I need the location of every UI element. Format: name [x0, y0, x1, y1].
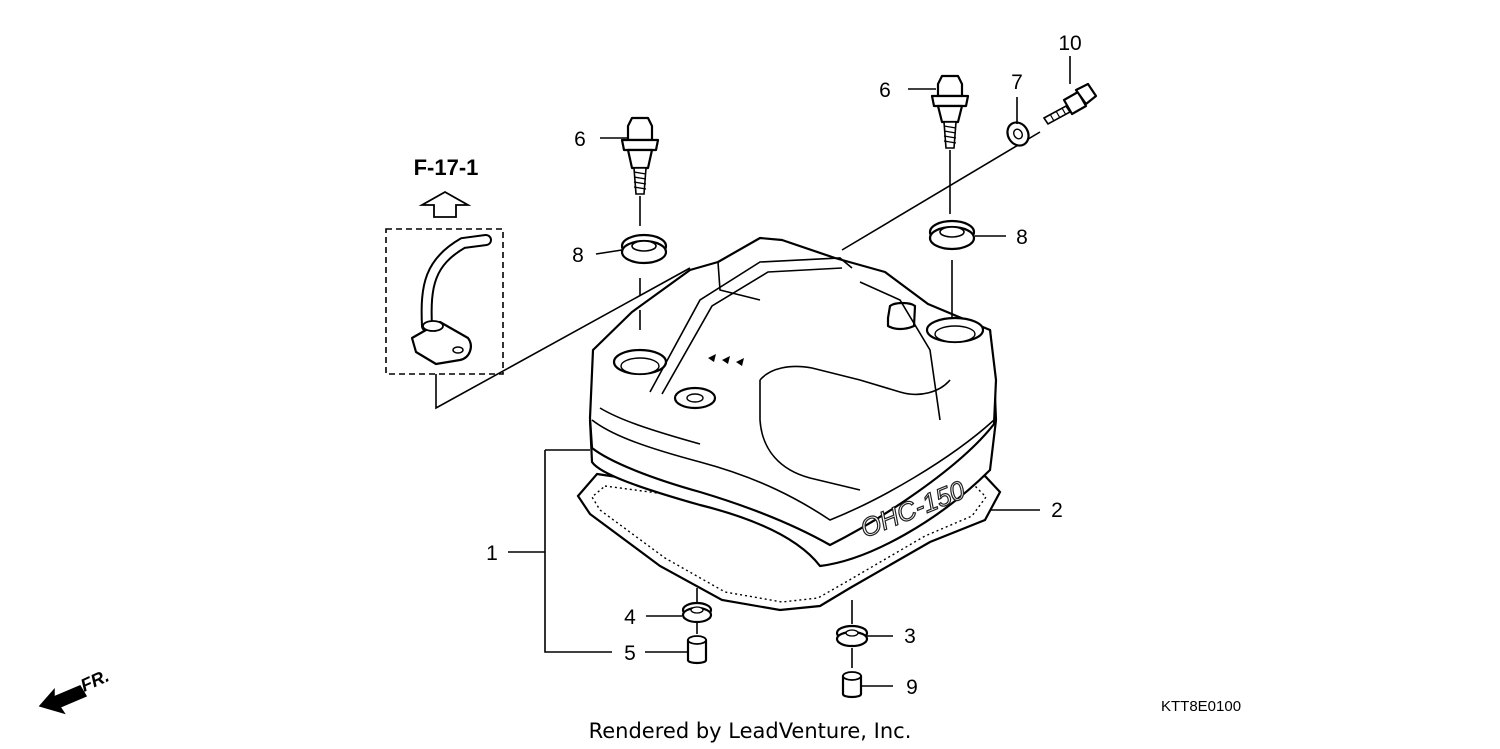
- callout-4[interactable]: 4: [624, 606, 636, 629]
- front-arrow-icon: [38, 685, 88, 715]
- callout-2[interactable]: 2: [1051, 499, 1063, 522]
- grommet-right: [928, 219, 976, 251]
- reference-group: F-17-1: [385, 155, 691, 410]
- dowel-pin-9: [841, 671, 863, 699]
- flange-bolt-left: [620, 116, 660, 195]
- bolt-leader: [841, 131, 1041, 251]
- callout-8-right[interactable]: 8: [1016, 226, 1028, 249]
- sealing-washer: [1006, 121, 1030, 147]
- callout-6-right[interactable]: 6: [879, 79, 891, 102]
- seal-washer-3: [835, 624, 869, 648]
- front-marker-label: FR.: [77, 666, 112, 696]
- callout-3[interactable]: 3: [904, 625, 916, 648]
- flange-bolt-right: [930, 74, 970, 149]
- dowel-pin-5: [686, 635, 708, 665]
- up-arrow-icon: [418, 190, 472, 218]
- callouts: 1 2 3 4 5 6 6 7 8 8 9 10: [486, 32, 1082, 699]
- reference-leader: [435, 267, 691, 410]
- callout-1[interactable]: 1: [486, 542, 498, 565]
- callout-7[interactable]: 7: [1011, 71, 1023, 94]
- cylinder-head-cover: OHC-150: [588, 236, 998, 568]
- callout-8-left[interactable]: 8: [572, 244, 584, 267]
- callout-5[interactable]: 5: [624, 642, 636, 665]
- callout-10[interactable]: 10: [1058, 32, 1081, 55]
- credit-text: Rendered by LeadVenture, Inc.: [589, 719, 912, 743]
- reference-box: [385, 228, 504, 375]
- callout-leaders: [508, 56, 1071, 687]
- breather-tube: [410, 234, 492, 366]
- front-direction-marker: FR.: [38, 666, 112, 715]
- diagram-code: KTT8E0100: [1161, 698, 1241, 715]
- reference-label[interactable]: F-17-1: [414, 155, 479, 180]
- grommet-left: [620, 233, 668, 265]
- seal-washer-4: [681, 601, 713, 624]
- callout-9[interactable]: 9: [906, 676, 918, 699]
- small-bolt: [1042, 82, 1098, 126]
- callout-6-left[interactable]: 6: [574, 128, 586, 151]
